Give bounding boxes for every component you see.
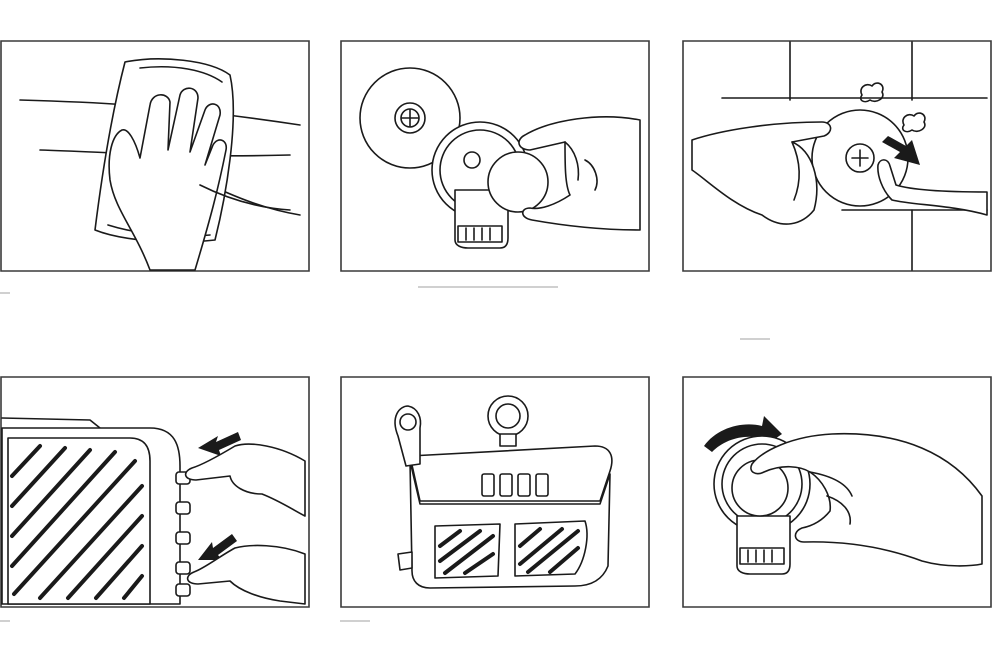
- panel-wipe-wall: [0, 40, 310, 272]
- scan-artifact: [418, 286, 558, 288]
- hand-icon: [692, 122, 831, 224]
- panel-prepare-suction-cup: [340, 40, 650, 272]
- panel-attach-basket: [0, 376, 310, 608]
- scan-artifact: [0, 620, 10, 622]
- hand-icon: [109, 88, 226, 270]
- hand-icon: [519, 117, 640, 230]
- panel-twist-lock: [682, 376, 992, 608]
- thumb-icon: [878, 160, 987, 215]
- panel-assembled-basket: [340, 376, 650, 608]
- scan-artifact: [340, 620, 370, 622]
- hand-icon: [751, 434, 982, 566]
- hand-icon: [188, 546, 305, 604]
- panel-press-onto-wall: [682, 40, 992, 272]
- scan-artifact: [0, 292, 10, 294]
- arrow-left-icon: [198, 432, 241, 456]
- puff-icon: [861, 83, 883, 102]
- hand-icon: [186, 444, 305, 516]
- puff-icon: [903, 113, 925, 132]
- arrow-left-icon: [198, 534, 237, 560]
- knob-icon: [488, 152, 548, 212]
- scan-artifact: [740, 338, 770, 340]
- arrow-icon: [882, 136, 920, 165]
